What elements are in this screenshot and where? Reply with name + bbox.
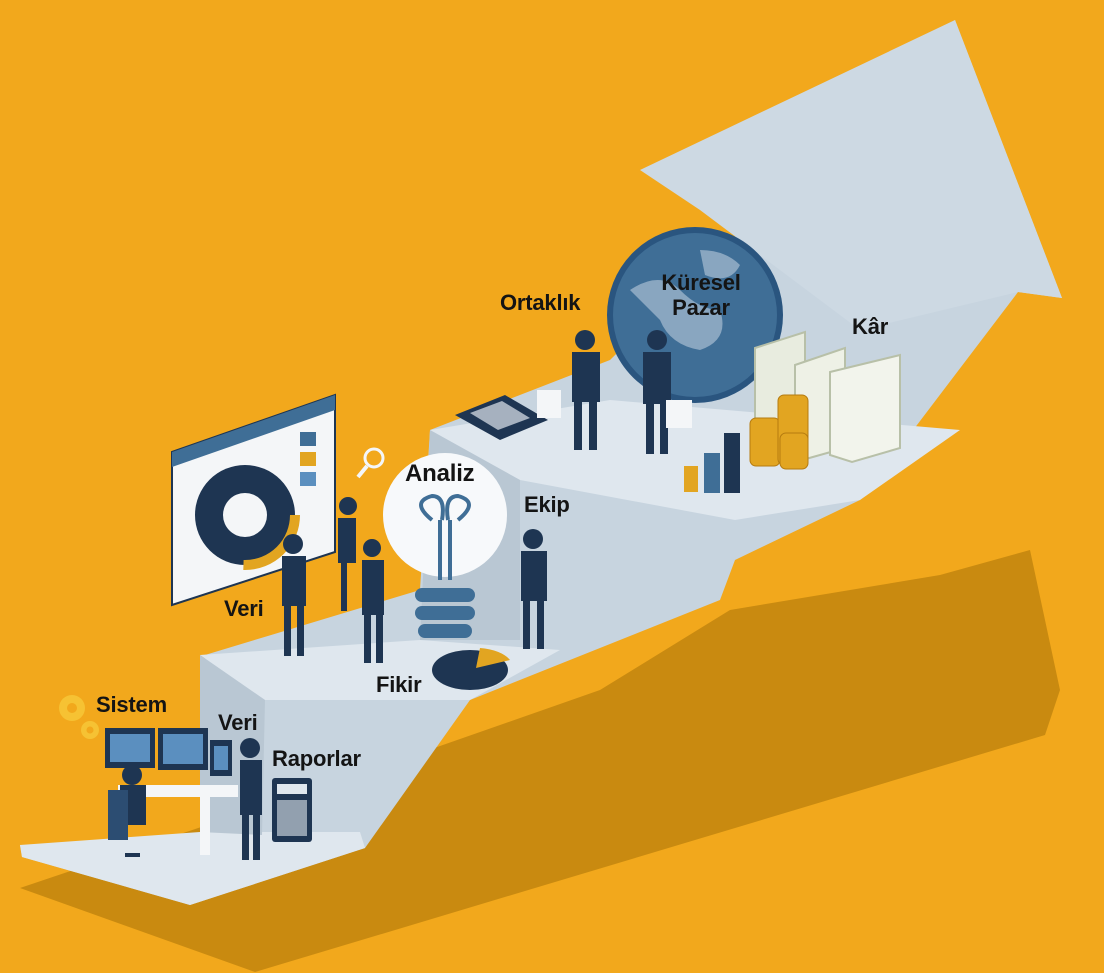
label-kuresel: Küresel xyxy=(661,270,741,295)
presenting-man xyxy=(282,534,306,656)
label-fikir: Fikir xyxy=(376,672,422,697)
coin-stack-icon xyxy=(749,394,809,470)
label-kuresel-pazar: Küresel Pazar xyxy=(650,270,752,321)
step-tread-1 xyxy=(20,832,365,905)
team-member xyxy=(521,529,547,649)
label-ortaklik: Ortaklık xyxy=(500,290,581,315)
monitor-icon xyxy=(105,728,232,776)
office-desk xyxy=(118,785,238,797)
handshake-man-right xyxy=(643,330,692,454)
calculator-icon xyxy=(272,778,312,842)
arrow-head-highlight xyxy=(640,20,1062,330)
dashboard-icon xyxy=(171,393,336,607)
seated-worker xyxy=(108,765,146,857)
label-ekip: Ekip xyxy=(524,492,570,517)
man-with-chart xyxy=(362,539,384,663)
label-analiz: Analiz xyxy=(405,460,475,487)
magnifier-icon xyxy=(356,447,385,479)
woman-with-tablet xyxy=(240,738,262,860)
label-kar: Kâr xyxy=(852,314,889,339)
gear-icon xyxy=(59,695,99,739)
label-veri-bottom: Veri xyxy=(218,710,258,735)
handshake-man-left xyxy=(537,330,600,450)
label-pazar: Pazar xyxy=(672,295,730,321)
calculator-icon xyxy=(455,395,548,440)
lightbulb-icon xyxy=(383,453,507,638)
label-veri-middle: Veri xyxy=(224,596,264,621)
desk-leg xyxy=(200,797,210,855)
label-raporlar: Raporlar xyxy=(272,746,361,771)
pie-chart-icon xyxy=(432,648,510,690)
label-sistem: Sistem xyxy=(96,692,167,717)
bar-chart-icon xyxy=(684,433,740,493)
woman-with-phone xyxy=(338,497,357,611)
